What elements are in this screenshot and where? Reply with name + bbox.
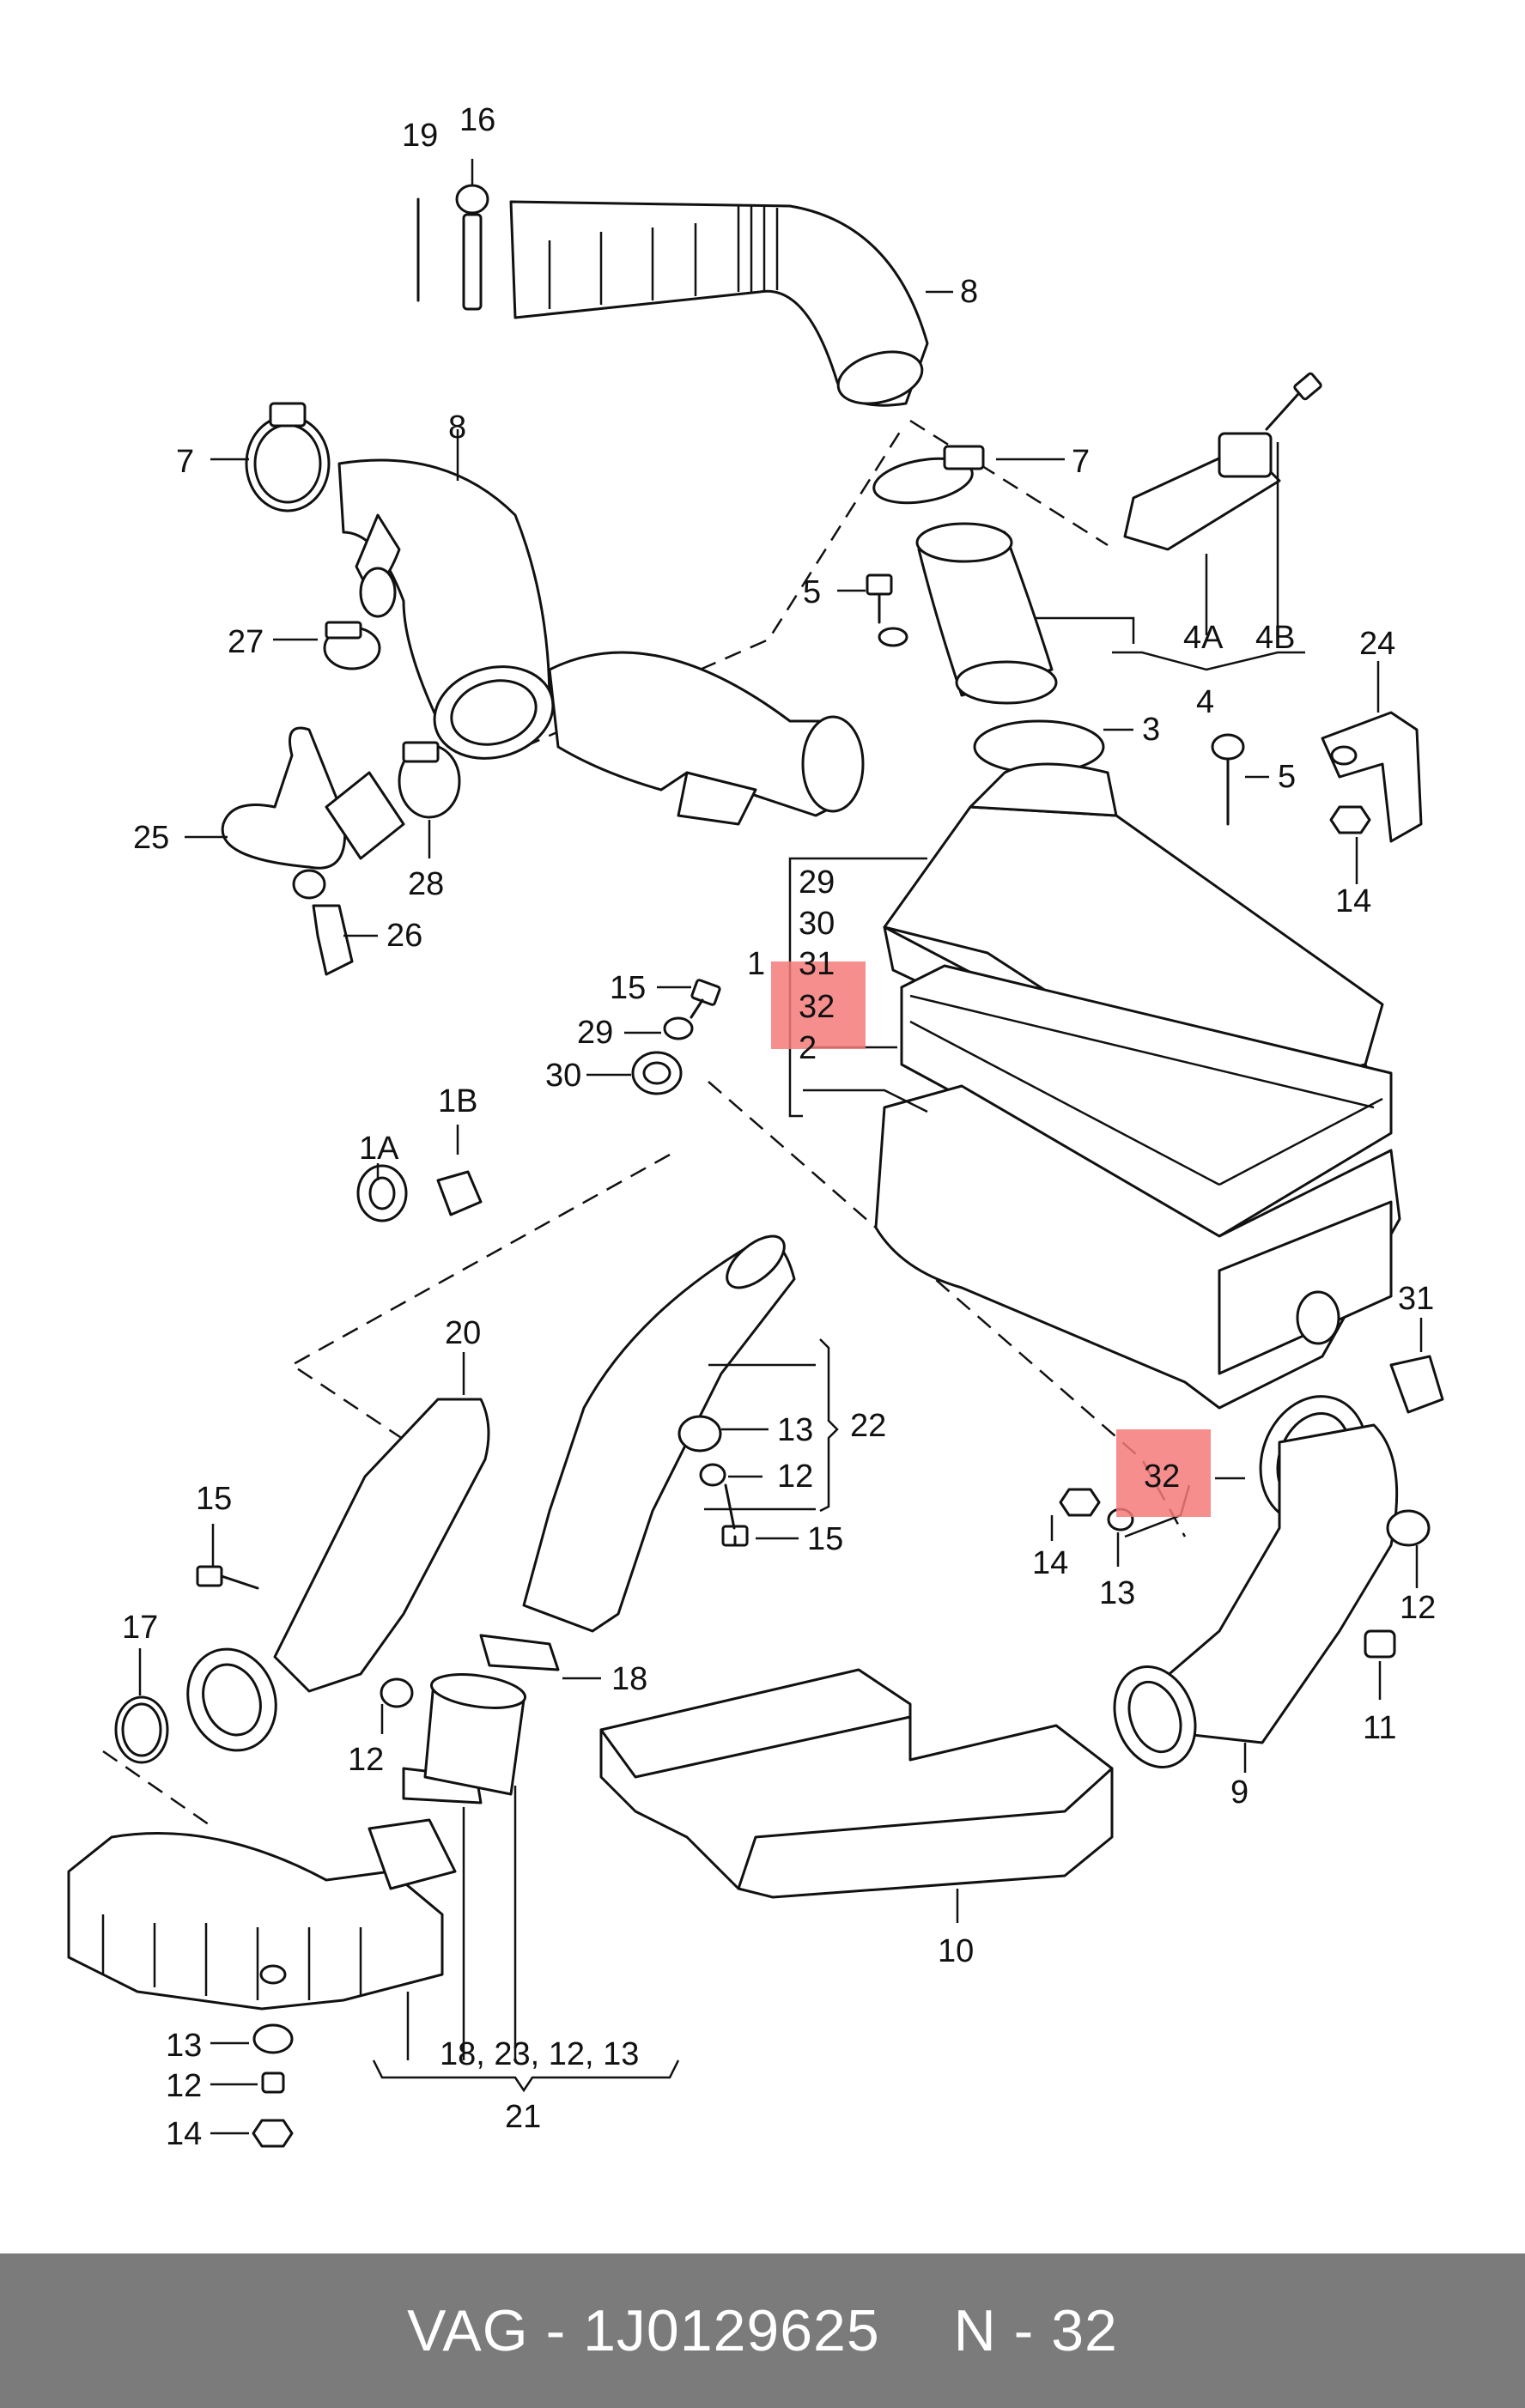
callout-labels: 19 16 8 7 8 7 5 27 4A 4B 4 24 3 5 25 28 …	[122, 102, 1436, 2152]
callout-10: 10	[938, 1933, 974, 1969]
callout-1: 1	[747, 946, 765, 982]
part-1b-bushing	[436, 1170, 483, 1216]
callout-4b: 4B	[1255, 620, 1295, 656]
callout-19: 19	[402, 118, 438, 154]
part-22-long-duct	[522, 1234, 796, 1633]
highlight-32-lower	[1116, 1429, 1211, 1517]
part-meter-housing	[915, 522, 1058, 705]
callout-15: 15	[807, 1521, 843, 1557]
part-31-rubber-mount	[1389, 1355, 1444, 1414]
callout-4a: 4A	[1183, 620, 1224, 656]
exploded-parts-diagram: 19 16 8 7 8 7 5 27 4A 4B 4 24 3 5 25 28 …	[67, 102, 1444, 2152]
callout-26: 26	[386, 918, 422, 954]
callout-15: 15	[196, 1481, 232, 1517]
callout-13: 13	[166, 2028, 202, 2064]
highlight-32-upper	[771, 961, 866, 1049]
callout-5: 5	[803, 574, 821, 610]
callout-13: 13	[777, 1412, 813, 1448]
part-26-connector	[312, 904, 354, 976]
callout-24: 24	[1359, 626, 1395, 662]
callout-14: 14	[1335, 883, 1371, 919]
part-13-12-14-lower-hardware	[252, 2023, 294, 2148]
callout-30: 30	[799, 906, 835, 942]
footer-ref: N - 32	[953, 2298, 1118, 2363]
callout-7: 7	[1072, 444, 1090, 480]
callout-29: 29	[799, 864, 835, 901]
footer-brand-part: VAG - 1J0129625	[407, 2298, 880, 2363]
part-15-29-30-hardware	[631, 979, 721, 1095]
part-27-small-clamp	[323, 621, 381, 670]
part-13-12-15-duct-hardware	[677, 1415, 749, 1547]
callout-14: 14	[166, 2116, 202, 2152]
part-5-small-bolt	[866, 573, 908, 647]
part-2-filter-element	[900, 964, 1393, 1238]
callout-32: 32	[799, 989, 835, 1025]
callout-13: 13	[1099, 1575, 1135, 1611]
callout-12: 12	[348, 1742, 384, 1778]
callout-1a: 1A	[359, 1131, 399, 1167]
callout-29: 29	[577, 1015, 613, 1051]
part-23-sleeve	[423, 1673, 527, 1796]
callout-31: 31	[799, 946, 835, 982]
callout-15: 15	[610, 970, 646, 1006]
part-7-left-clamp	[245, 402, 331, 513]
part-24-bracket	[1321, 711, 1423, 843]
callout-18-23-12-13: 18, 23, 12, 13	[440, 2036, 639, 2072]
callout-16: 16	[459, 102, 495, 138]
callout-12: 12	[777, 1459, 813, 1495]
callout-31: 31	[1398, 1281, 1434, 1317]
callout-20: 20	[445, 1315, 481, 1351]
callout-8: 8	[960, 274, 978, 310]
callout-11: 11	[1363, 1710, 1396, 1746]
callout-18: 18	[611, 1661, 647, 1697]
part-8-upper-hose	[509, 200, 929, 407]
part-8-left-hose	[337, 458, 865, 826]
callout-3: 3	[1142, 712, 1160, 748]
callout-4: 4	[1196, 684, 1214, 720]
part-4b-screw	[1265, 372, 1322, 431]
callout-30: 30	[545, 1058, 581, 1094]
part-5-screw	[1211, 733, 1245, 826]
callout-32: 32	[1144, 1459, 1180, 1495]
part-28-clamp	[398, 741, 461, 819]
part-14-nut	[1329, 805, 1371, 834]
part-lower-housing	[874, 1084, 1401, 1410]
part-number-footer: VAG - 1J0129625 N - 32	[0, 2253, 1525, 2408]
callout-8: 8	[448, 409, 466, 446]
callout-1b: 1B	[438, 1083, 477, 1119]
callout-12: 12	[1400, 1590, 1436, 1626]
callout-12: 12	[166, 2068, 202, 2104]
part-25-hose	[221, 726, 405, 900]
part-1a-bushing	[356, 1164, 408, 1222]
callout-5: 5	[1278, 759, 1296, 795]
callout-21: 21	[505, 2099, 541, 2135]
callout-9: 9	[1230, 1774, 1249, 1811]
part-16-clamp-strap	[455, 184, 489, 311]
callout-17: 17	[122, 1610, 158, 1646]
part-10-lower-air-duct	[599, 1668, 1114, 1899]
part-9-right-duct	[1113, 1423, 1399, 1768]
callout-2: 2	[799, 1030, 817, 1066]
part-7-upper-clamp	[872, 445, 985, 505]
callout-22: 22	[850, 1408, 886, 1444]
callout-25: 25	[133, 820, 169, 856]
callout-leader-lines	[138, 159, 1423, 2135]
part-15-12-left-hardware	[196, 1565, 414, 1708]
callout-27: 27	[228, 624, 264, 660]
part-20-left-duct	[186, 1398, 490, 1752]
part-21-resonator-box	[67, 1818, 457, 2011]
callout-14: 14	[1032, 1545, 1068, 1581]
part-17-o-ring	[114, 1695, 169, 1764]
part-4a-air-mass-sensor	[1123, 432, 1281, 551]
callout-28: 28	[408, 866, 444, 902]
callout-7: 7	[176, 444, 194, 480]
